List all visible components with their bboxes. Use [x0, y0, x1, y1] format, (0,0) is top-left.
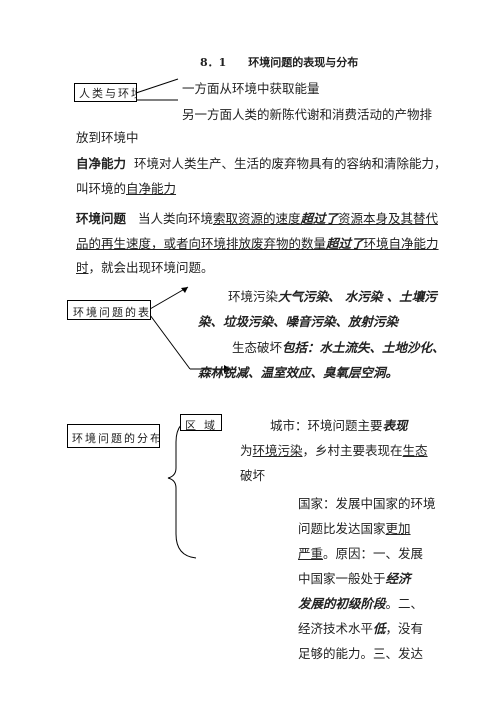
city-text-2b: 环境污染: [252, 443, 303, 458]
country-text-2b: 更加: [385, 521, 411, 536]
self-purify-term-underlined: 自净能力: [126, 181, 177, 196]
country-line-5: 发展的初级阶段。二、: [298, 593, 423, 614]
city-line-3: 破坏: [240, 468, 266, 483]
country-text-2a: 问题比发达国家: [298, 521, 386, 536]
pollution-line-1: 环境污染大气污染、 水污染 、土壤污: [228, 286, 437, 307]
ecology-line-1: 生态破坏包括：水土流失、土地沙化、: [232, 337, 445, 358]
env-problem-line-1: 环境问题 当人类向环境索取资源的速度超过了资源本身及其替代: [76, 208, 438, 229]
country-line-1: 国家：发展中国家的环境: [298, 496, 436, 511]
city-text-2c: ，乡村主要表现在: [302, 443, 403, 458]
curly-brace: [167, 417, 197, 559]
env-problem-text-2c: 超过了: [326, 236, 364, 251]
country-text-6a: 经济技术水平: [298, 621, 374, 636]
city-text-1b: 表现: [382, 418, 408, 433]
env-problem-text-1d: 资源本身及其替代: [337, 211, 438, 226]
env-problem-text-1b: 索取资源的速度: [212, 211, 301, 226]
box-env-problem-manifestation: 环境问题的表现: [67, 300, 151, 320]
env-problem-term: 环境问题: [76, 211, 127, 226]
box-human-environment-label: 人类与环境: [79, 87, 136, 100]
country-text-3a: 严重: [298, 546, 324, 561]
country-text-4b: 经济: [385, 571, 411, 586]
pollution-label: 环境污染: [228, 289, 279, 304]
country-text-4a: 中国家一般处于: [298, 571, 386, 586]
country-text-3b: 。原因：一、发展: [323, 546, 424, 561]
country-text-5b: 。二、: [385, 596, 424, 611]
connector-upper-1: [135, 78, 179, 94]
self-purify-line-2: 叫环境的自净能力: [76, 178, 176, 199]
city-text-2a: 为: [240, 443, 253, 458]
box-env-problem-distribution-label: 环境问题的分布: [72, 432, 160, 445]
ecology-label: 生态破坏: [232, 340, 283, 355]
city-text-1a: 城市：环境问题主要: [270, 418, 383, 433]
country-line-7: 足够的能力。三、发达: [298, 646, 424, 661]
connector-upper-2: [149, 286, 189, 310]
pollution-items-1: 大气污染、 水污染 、土壤污: [278, 289, 437, 304]
self-purify-def-2: 叫环境的: [76, 181, 127, 196]
self-purify-def-1: 环境对人类生产、生活的废弃物具有的容纳和清除能力，: [133, 156, 447, 171]
page-title: 8．1 环境问题的表现与分布: [200, 56, 359, 69]
ecology-items-1: 包括：水土流失、土地沙化、: [282, 340, 445, 355]
city-text-2d: 生态: [402, 443, 428, 458]
arrowhead-2: [224, 365, 231, 373]
box-env-problem-manifestation-label: 环境问题的表现: [73, 306, 151, 319]
country-line-6: 经济技术水平低，没有: [298, 618, 423, 639]
intro-line-3: 放到环境中: [76, 130, 139, 145]
env-problem-text-3a: 时: [76, 260, 89, 275]
country-text-6b: 低: [373, 621, 386, 636]
box-env-problem-distribution: 环境问题的分布: [67, 424, 160, 448]
country-text-6c: ，没有: [385, 621, 424, 636]
arrowhead-1: [181, 287, 188, 293]
box-region: 区域: [180, 414, 222, 431]
city-line-1: 城市：环境问题主要表现: [270, 415, 408, 436]
ecology-line-2: 森林锐减、温室效应、臭氧层空洞。: [198, 365, 399, 380]
city-line-2: 为环境污染，乡村主要表现在生态: [240, 440, 428, 461]
box-human-environment: 人类与环境: [74, 83, 137, 102]
env-problem-text-2d: 环境自净能力: [363, 236, 439, 251]
country-text-5a: 发展的初级阶段: [298, 596, 386, 611]
self-purify-line-1: 自净能力 环境对人类生产、生活的废弃物具有的容纳和清除能力，: [76, 153, 446, 174]
env-problem-line-2: 品的再生速度，或者向环境排放废弃物的数量超过了环境自净能力: [76, 233, 439, 254]
env-problem-text-1a: 当人类向环境: [137, 211, 213, 226]
connector-lower-2: [149, 314, 191, 370]
self-purify-term: 自净能力: [76, 156, 127, 171]
env-problem-text-2a: 品的再生速度，或者向环境: [76, 236, 227, 251]
pollution-line-2: 染、垃圾污染、噪音污染、放射污染: [198, 314, 399, 329]
intro-line-2: 另一方面人类的新陈代谢和消费活动的产物排: [182, 107, 433, 122]
env-problem-line-3: 时，就会出现环境问题。: [76, 257, 214, 278]
env-problem-text-3b: ，就会出现环境问题。: [88, 260, 214, 275]
intro-line-1: 一方面从环境中获取能量: [182, 81, 320, 96]
country-line-2: 问题比发达国家更加: [298, 518, 411, 539]
env-problem-text-2b: 排放废弃物的数量: [226, 236, 327, 251]
country-line-4: 中国家一般处于经济: [298, 568, 411, 589]
box-region-label: 区域: [185, 419, 222, 431]
env-problem-text-1c: 超过了: [300, 211, 338, 226]
country-line-3: 严重。原因：一、发展: [298, 543, 423, 564]
